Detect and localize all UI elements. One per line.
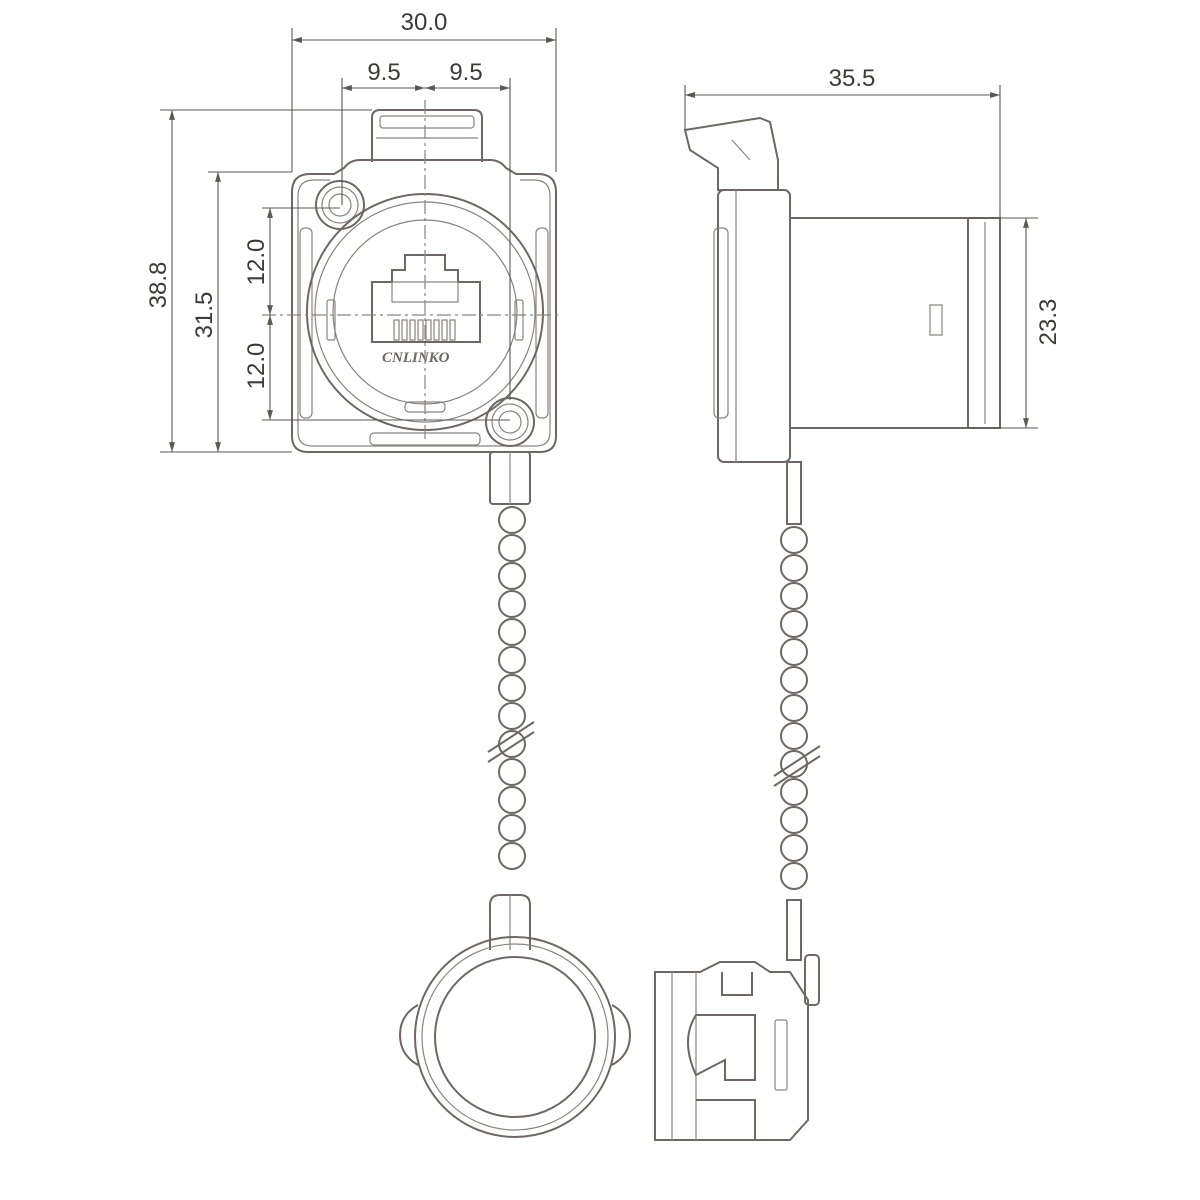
chain-bead — [780, 722, 808, 750]
rj45-pin — [409, 319, 416, 341]
dim-hole-left-label: 9.5 — [367, 59, 400, 86]
dim-center-upper-label: 12.0 — [243, 239, 270, 286]
front-chain — [487, 451, 535, 870]
brand-logo: CNLINKO — [382, 350, 450, 366]
chain-bead — [498, 842, 526, 870]
dim-body-height-label: 31.5 — [191, 292, 218, 339]
chain-bead — [498, 702, 526, 730]
chain-bead — [498, 506, 526, 534]
top-latch-tab — [371, 109, 483, 162]
dim-total-height-label: 38.8 — [145, 262, 172, 309]
front-dust-cap — [398, 894, 632, 1138]
dim-center-lower-label: 12.0 — [243, 343, 270, 390]
rj45-pin — [417, 319, 424, 341]
chain-bead — [498, 786, 526, 814]
front-dimensions: 30.0 9.5 9.5 38.8 31.5 12.0 12.0 — [145, 9, 557, 453]
chain-bead — [498, 590, 526, 618]
chain-bead — [780, 638, 808, 666]
side-latch — [683, 116, 779, 191]
chain-bead — [780, 526, 808, 554]
side-dust-cap — [654, 954, 820, 1141]
dim-depth-label: 35.5 — [829, 65, 876, 92]
front-view: CNLINKO — [262, 100, 560, 453]
dim-hole-right-label: 9.5 — [449, 59, 482, 86]
rj45-pin — [425, 319, 432, 341]
chain-bead — [780, 834, 808, 862]
chain-bead — [780, 862, 808, 890]
side-chain — [773, 461, 821, 961]
rj45-pin — [449, 319, 456, 341]
chain-bead — [498, 674, 526, 702]
chain-bead — [780, 778, 808, 806]
chain-bead — [498, 758, 526, 786]
chain-bead — [498, 814, 526, 842]
dim-width-label: 30.0 — [401, 9, 448, 36]
front-panel-body — [291, 159, 557, 453]
rj45-pin — [433, 319, 440, 341]
chain-bead — [498, 646, 526, 674]
chain-bead — [498, 562, 526, 590]
chain-bead — [780, 610, 808, 638]
chain-bead — [780, 666, 808, 694]
mounting-hole-bottom-right — [485, 397, 535, 447]
rj45-port — [371, 254, 481, 343]
rj45-pin — [401, 319, 408, 341]
side-body — [789, 217, 969, 429]
chain-bead — [780, 582, 808, 610]
rj45-pin — [441, 319, 448, 341]
chain-bead — [780, 554, 808, 582]
mounting-hole-top-left — [315, 180, 365, 230]
rj45-pin — [393, 319, 400, 341]
chain-bead — [498, 618, 526, 646]
chain-bead — [780, 806, 808, 834]
dim-side-height-label: 23.3 — [1035, 299, 1062, 346]
side-dimensions: 35.5 23.3 — [684, 65, 1062, 429]
chain-bead — [498, 534, 526, 562]
side-view — [683, 116, 1001, 463]
chain-bead — [780, 694, 808, 722]
side-flange — [717, 189, 791, 463]
